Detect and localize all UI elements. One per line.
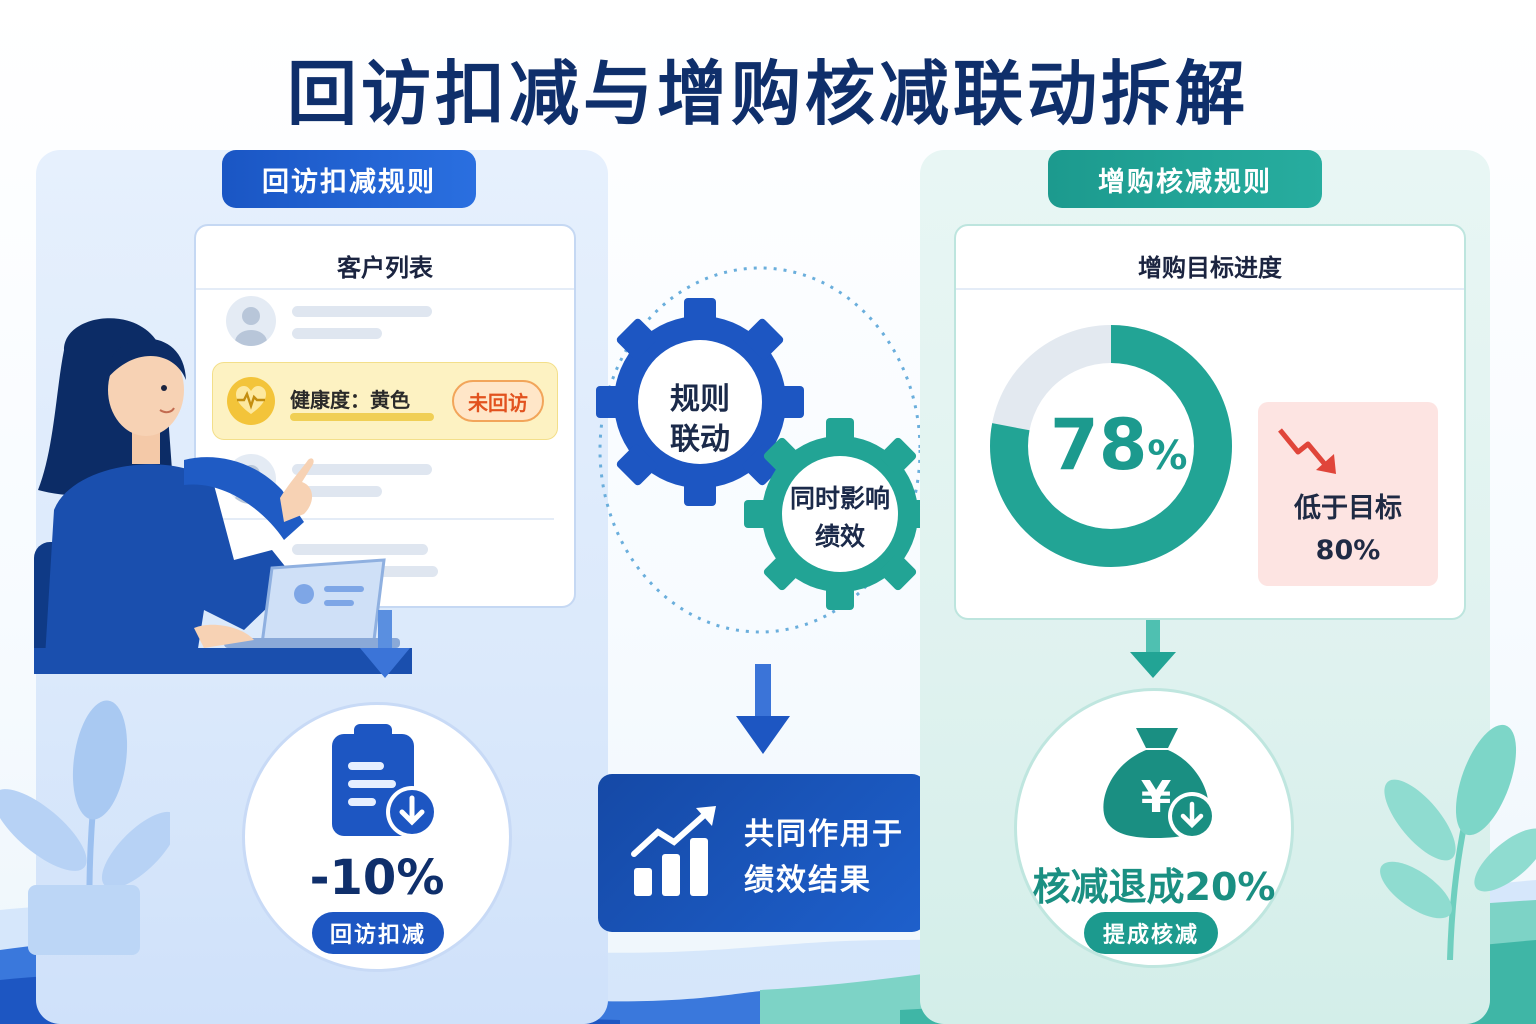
plant-left-icon: [0, 700, 170, 955]
progress-donut-arc: [990, 325, 1232, 567]
avatar: [226, 296, 276, 346]
gears-linkage: [596, 266, 936, 634]
placeholder-bar: [292, 464, 432, 475]
right-result-value: 核减退成20%: [1032, 865, 1276, 909]
clipboard-download-icon: [332, 724, 438, 838]
gear-secondary-label: 同时影响 绩效: [789, 484, 890, 551]
arrow-down-icon: [736, 664, 790, 754]
progress-value: 78%: [1050, 404, 1188, 486]
right-result-label: 提成核减: [1084, 912, 1218, 954]
below-target-text: 低于目标 80%: [1294, 493, 1402, 566]
placeholder-bar: [292, 328, 382, 339]
heart-rate-icon: [227, 377, 275, 425]
arrow-down-icon: [360, 610, 410, 678]
plant-right-icon: [1380, 724, 1536, 960]
placeholder-bar: [292, 486, 382, 497]
card-divider: [956, 288, 1464, 290]
gear-main-label: 规则 联动: [670, 382, 730, 457]
svg-text:¥: ¥: [1141, 772, 1172, 823]
left-rule-tag: 回访扣减规则: [222, 150, 476, 208]
right-rule-tag: 增购核减规则: [1048, 150, 1322, 208]
page-title: 回访扣减与增购核减联动拆解: [287, 53, 1249, 135]
health-status-text: 健康度：黄色: [290, 388, 410, 412]
left-result-value: -10%: [309, 850, 445, 906]
unvisited-badge[interactable]: 未回访: [452, 380, 544, 422]
below-target-box: [1258, 402, 1438, 586]
customer-list-title: 客户列表: [337, 254, 433, 282]
left-result-label: 回访扣减: [312, 912, 444, 954]
row-divider: [210, 518, 554, 520]
health-bar: [290, 413, 434, 421]
woman-illustration: [34, 318, 412, 674]
purchase-progress-title: 增购目标进度: [1138, 254, 1282, 282]
trend-down-icon: [1278, 428, 1336, 474]
placeholder-bar: [292, 306, 432, 317]
progress-donut: [990, 325, 1232, 567]
arrow-down-icon: [1130, 620, 1176, 678]
card-divider: [196, 288, 574, 290]
placeholder-bar: [292, 544, 428, 555]
growth-chart-icon: [631, 806, 716, 896]
performance-result-text: 共同作用于 绩效结果: [744, 817, 904, 898]
performance-result-box: [598, 774, 926, 932]
money-bag-icon: ¥: [1103, 728, 1216, 840]
